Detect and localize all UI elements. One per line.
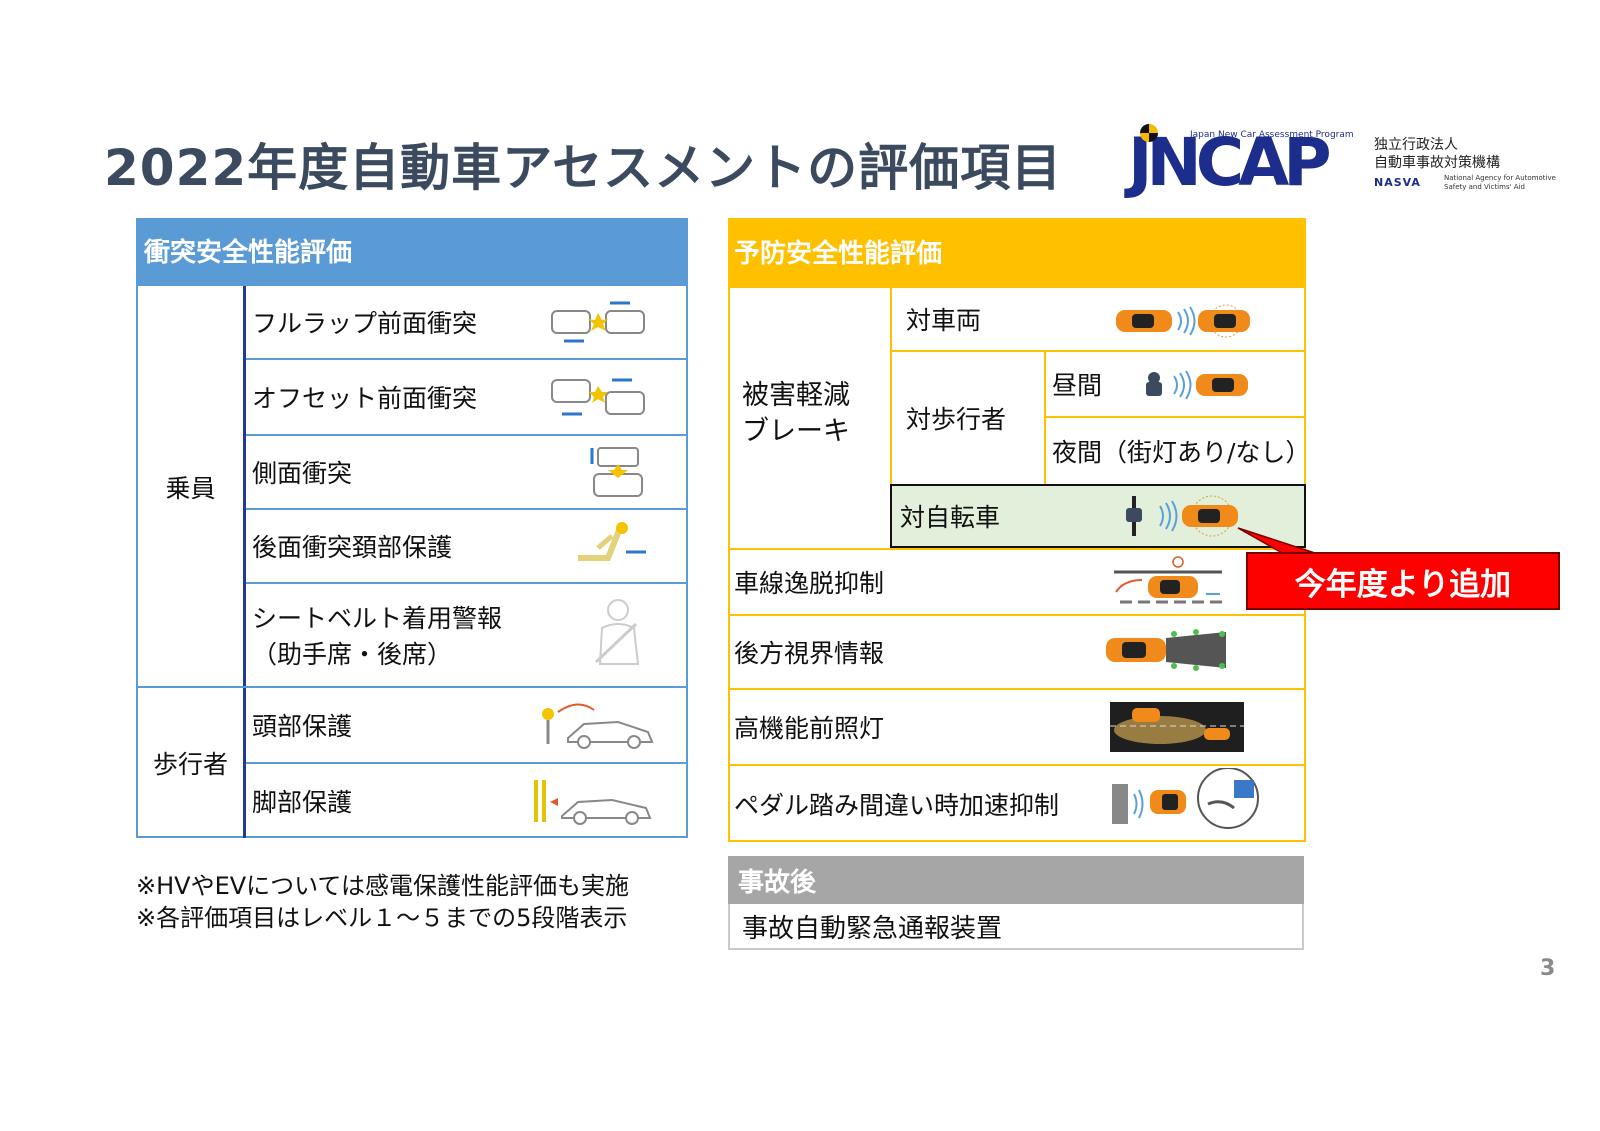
logo-brand-text: JNCAP [1128,124,1332,201]
item-sublabel: （助手席・後席） [252,640,453,669]
preventive-safety-panel: 予防安全性能評価 被害軽減 ブレーキ 対車両 対歩行者 昼間 [728,218,1311,842]
item-lane-departure: 車線逸脱抑制 [734,569,885,598]
logo-org-line2: 自動車事故対策機構 [1374,155,1500,171]
nasva-english-name: National Agency for Automotive Safety an… [1444,174,1556,191]
item-label: 頭部保護 [252,712,353,741]
item-vs-bicycle: 対自転車 [900,503,1001,532]
item-offset-frontal: オフセット前面衝突 [246,360,686,436]
frontal-crash-icon [551,301,645,343]
headlight-icon [1110,702,1244,752]
side-impact-icon [590,447,643,497]
item-label: 側面衝突 [252,459,353,488]
category-occupant: 乗員 [138,286,246,688]
preventive-safety-header: 予防安全性能評価 [728,218,1306,288]
bicycle-aeb-icon [1126,495,1238,537]
item-vs-vehicle: 対車両 [906,306,982,335]
pedal-misapplication-icon [1112,768,1259,829]
item-seatbelt-reminder: シートベルト着用警報 （助手席・後席） [246,584,686,688]
item-rear-neck-protection: 後面衝突頚部保護 [246,510,686,584]
item-label: フルラップ前面衝突 [252,309,478,338]
crash-test-marker-icon [1140,124,1158,142]
item-full-lap-frontal: フルラップ前面衝突 [246,286,686,360]
item-adaptive-headlight: 高機能前照灯 [734,714,885,743]
item-head-protection: 頭部保護 [246,688,686,764]
footnotes: ※HVやEVについては感電保護性能評価も実施 ※各評価項目はレベル１～５までの5… [136,870,629,934]
item-leg-protection: 脚部保護 [246,764,686,838]
item-rear-visibility: 後方視界情報 [734,639,885,668]
whiplash-seat-icon [578,522,646,561]
footnote-ev: ※HVやEVについては感電保護性能評価も実施 [136,872,629,900]
item-pedal-misapplication: ペダル踏み間違い時加速抑制 [734,791,1060,820]
head-impact-icon [542,703,654,749]
crash-safety-header: 衝突安全性能評価 [136,218,688,286]
category-pedestrian: 歩行者 [138,688,246,838]
item-side-impact: 側面衝突 [246,436,686,510]
nasva-logo-text: NASVA [1374,176,1421,189]
rear-visibility-icon [1106,629,1226,671]
crash-safety-panel: 衝突安全性能評価 乗員 フルラップ前面衝突 オフセット前面衝突 [136,218,688,838]
item-vs-pedestrian: 対歩行者 [906,405,1007,434]
item-label: 後面衝突頚部保護 [252,533,453,562]
pedestrian-aeb-icon [1146,370,1248,400]
jncap-logo: Japan New Car Assessment Program JNCAP 独… [1128,124,1570,204]
page-number: 3 [1540,956,1556,981]
logo-org-line1: 独立行政法人 [1374,137,1458,153]
item-emergency-call: 事故自動緊急通報装置 [728,904,1304,950]
post-accident-panel: 事故後 事故自動緊急通報装置 [728,856,1304,950]
leg-impact-icon [534,780,652,825]
item-night: 夜間（街灯あり/なし） [1052,438,1311,467]
aeb-label-line2: ブレーキ [742,416,850,447]
item-label: オフセット前面衝突 [252,384,478,413]
offset-crash-icon [551,378,645,416]
post-accident-header: 事故後 [728,856,1304,904]
aeb-label-line1: 被害軽減 [742,380,850,411]
item-daytime: 昼間 [1052,371,1103,400]
vehicle-aeb-icon [1116,304,1250,338]
footnote-levels: ※各評価項目はレベル１～５までの5段階表示 [136,904,628,932]
page-title: 2022年度自動車アセスメントの評価項目 [104,139,1063,197]
item-label: 脚部保護 [252,788,353,817]
seatbelt-icon [594,599,640,665]
aeb-label: 被害軽減 ブレーキ [742,378,850,450]
item-label: シートベルト着用警報 [252,604,503,633]
lane-departure-icon [1114,556,1222,604]
logo-program-text: Japan New Car Assessment Program [1190,130,1354,140]
new-this-year-callout: 今年度より追加 [1246,552,1560,610]
